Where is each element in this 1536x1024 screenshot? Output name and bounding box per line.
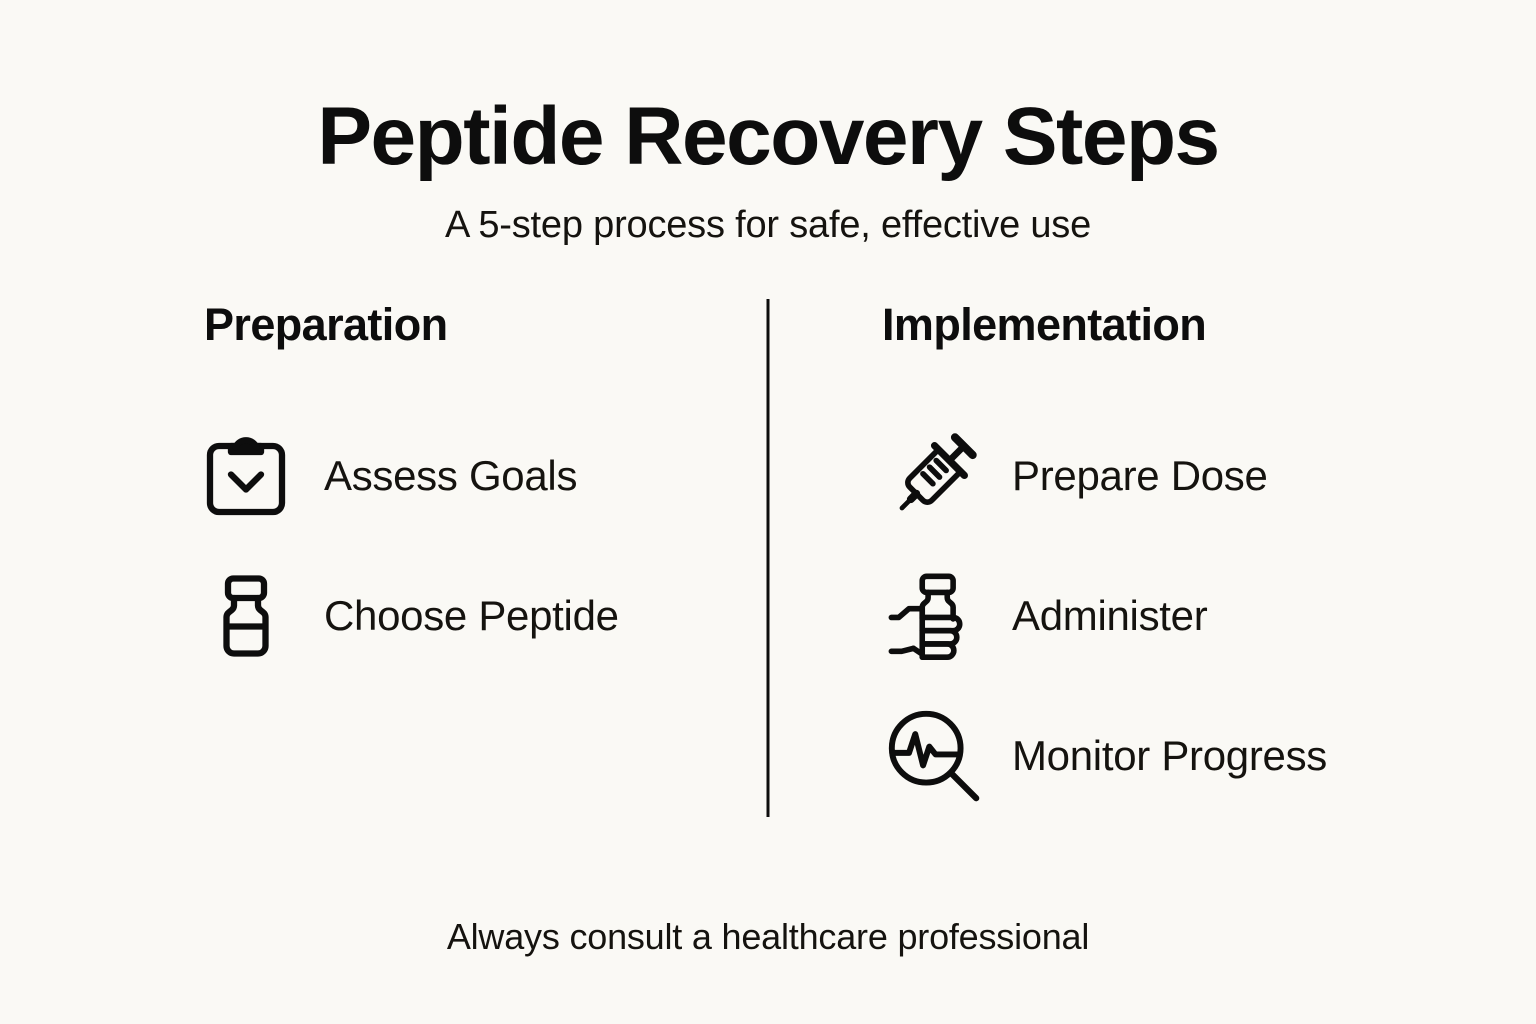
clipboard-check-icon bbox=[190, 420, 302, 532]
step-label: Assess Goals bbox=[324, 452, 578, 499]
page-title: Peptide Recovery Steps bbox=[317, 91, 1220, 182]
magnifier-pulse-icon bbox=[878, 700, 990, 812]
step-label: Prepare Dose bbox=[1012, 452, 1268, 499]
syringe-icon bbox=[878, 420, 990, 532]
step-item-monitor-progress[interactable]: Monitor Progress bbox=[878, 697, 1418, 815]
step-item-assess-goals[interactable]: Assess Goals bbox=[190, 417, 768, 535]
step-item-choose-peptide[interactable]: Choose Peptide bbox=[190, 557, 768, 675]
step-item-administer[interactable]: Administer bbox=[878, 557, 1418, 675]
step-item-prepare-dose[interactable]: Prepare Dose bbox=[878, 417, 1418, 535]
column-implementation: Implementation bbox=[768, 299, 1418, 815]
columns-container: Preparation Assess Goals bbox=[118, 299, 1418, 817]
disclaimer-text: Always consult a healthcare professional bbox=[446, 916, 1090, 957]
column-heading-implementation: Implementation bbox=[882, 299, 1207, 350]
hand-holding-vial-icon bbox=[878, 560, 990, 672]
page-subtitle: A 5-step process for safe, effective use bbox=[444, 204, 1092, 246]
step-label: Choose Peptide bbox=[324, 592, 619, 639]
column-heading-preparation: Preparation bbox=[204, 299, 448, 350]
header: Peptide Recovery Steps A 5-step process … bbox=[0, 0, 1536, 247]
column-divider bbox=[766, 299, 770, 817]
footer: Always consult a healthcare professional bbox=[0, 916, 1536, 958]
step-label: Monitor Progress bbox=[1012, 732, 1327, 779]
vial-icon bbox=[190, 560, 302, 672]
column-preparation: Preparation Assess Goals bbox=[118, 299, 768, 675]
step-label: Administer bbox=[1012, 592, 1208, 639]
